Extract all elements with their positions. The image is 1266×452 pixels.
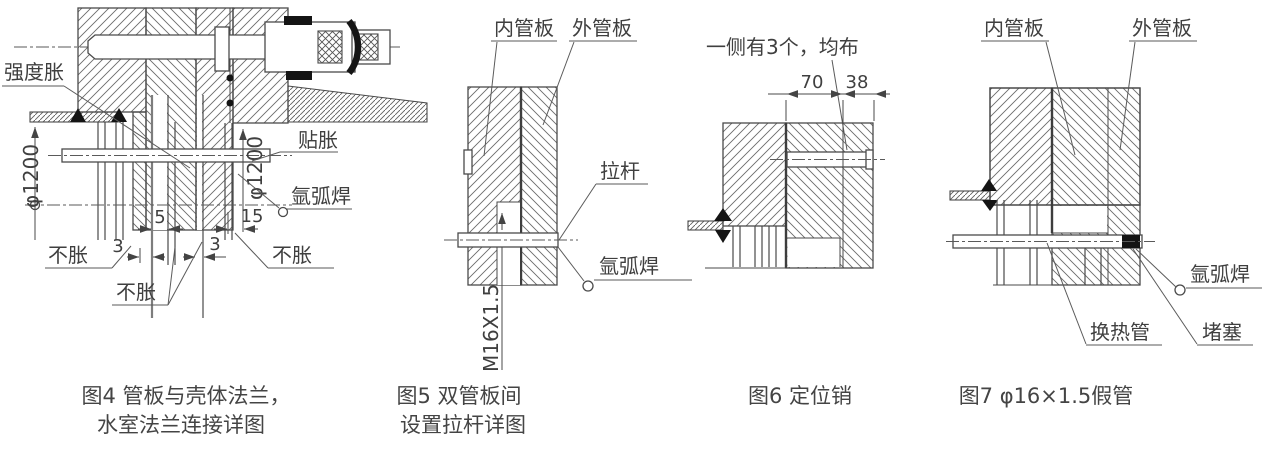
water-chamber-shell <box>287 85 428 123</box>
dim-3-left: 3 <box>112 236 123 257</box>
figure7-label-heat-exchange-tube: 换热管 <box>1046 242 1162 346</box>
dim-15: 15 <box>241 206 264 227</box>
figure4-label-no-expansion-right: 不胀 <box>234 232 334 269</box>
dim-3-right: 3 <box>209 234 220 255</box>
figure4-tubesheet-flange-detail: φ1200 φ1200 5 15 3 3 强度胀 <box>2 7 428 437</box>
outer-tubesheet-block <box>520 86 558 286</box>
svg-text:堵塞: 堵塞 <box>1202 320 1242 344</box>
figure5-label-tie-rod: 拉杆 <box>558 159 648 241</box>
shell-plate <box>949 190 991 201</box>
weld-balloon-icon <box>1174 284 1186 296</box>
outer-tubesheet-block <box>1051 87 1141 206</box>
figure6-caption: 图6 定位销 <box>748 384 852 408</box>
figure7-label-outer-tubesheet: 外管板 <box>1119 16 1197 151</box>
svg-text:拉杆: 拉杆 <box>600 159 640 183</box>
figure7-label-argon-arc-weld: 氩弧焊 <box>1135 248 1262 296</box>
figure5-label-inner-tubesheet: 内管板 <box>483 16 557 157</box>
figure6-dimensions: 70 38 <box>768 72 890 121</box>
figure6-locating-pin-detail: 一侧有3个，均布 70 38 <box>687 35 890 408</box>
weld-bead <box>70 108 86 122</box>
washer-plate <box>214 26 230 72</box>
figure4-stud-bolt-assembly <box>14 16 400 80</box>
svg-text:不胀: 不胀 <box>116 280 156 304</box>
inner-tubesheet-block <box>722 122 787 227</box>
figure4-dimension-3-right: 3 <box>183 234 226 261</box>
gasket <box>286 71 312 80</box>
inner-tubesheet-block <box>989 87 1053 206</box>
figure7-dummy-tube-detail: 内管板 外管板 换热管 堵塞 氩弧焊 图7 φ16×1.5假管 <box>946 16 1262 408</box>
nut-section <box>317 30 343 64</box>
svg-text:强度胀: 强度胀 <box>4 60 64 84</box>
figure4-dimension-3-left: 3 <box>112 236 165 263</box>
figure5-label-argon-arc-weld: 氩弧焊 <box>557 246 692 292</box>
thread-spec-label: M16X1.5 <box>479 284 503 372</box>
figure7-caption: 图7 φ16×1.5假管 <box>959 384 1134 408</box>
figure4-dimension-diameter-left: φ1200 <box>19 127 43 240</box>
weld-bead <box>982 200 998 211</box>
figure4-tubes <box>97 95 233 318</box>
edge-notch <box>463 149 473 175</box>
weld-balloon-icon <box>582 280 594 292</box>
weld-bead <box>981 179 997 191</box>
weld-bead <box>715 230 731 243</box>
svg-text:换热管: 换热管 <box>1090 320 1150 344</box>
svg-text:内管板: 内管板 <box>494 16 554 40</box>
figure7-label-inner-tubesheet: 内管板 <box>981 16 1076 156</box>
figure4-label-strength-expansion: 强度胀 <box>2 60 191 169</box>
spherical-washer <box>346 18 362 76</box>
figure6-note-label: 一侧有3个，均布 <box>706 35 859 59</box>
svg-text:氩弧焊: 氩弧焊 <box>1190 262 1250 286</box>
figure4-label-no-expansion-left: 不胀 <box>45 243 132 269</box>
diameter-label-left: φ1200 <box>19 144 43 208</box>
dim-38: 38 <box>846 72 869 93</box>
dim-70: 70 <box>801 72 824 93</box>
figure6-tubes <box>732 226 777 267</box>
dim-5: 5 <box>154 207 165 228</box>
dummy-tube <box>952 234 1143 249</box>
weld-dot <box>226 99 234 107</box>
figure4-label-contact-expansion: 贴胀 <box>251 128 338 162</box>
svg-text:内管板: 内管板 <box>984 16 1044 40</box>
figure5-tie-rod-detail: M16X1.5 内管板 外管板 拉杆 氩弧焊 图5 双管板间 设置拉杆详图 <box>396 16 692 437</box>
figure4-dimension-5: 5 <box>138 207 183 233</box>
weld-bead <box>111 108 127 122</box>
figure4-label-no-expansion-middle: 不胀 <box>112 241 203 306</box>
figure4-dimension-diameter-right: φ1200 <box>239 129 267 232</box>
figure5-caption-line1: 图5 双管板间 <box>396 384 521 408</box>
figure4-dimension-15: 15 <box>214 206 263 234</box>
weld-bead <box>714 208 732 221</box>
svg-text:外管板: 外管板 <box>1132 16 1192 40</box>
weld-dot <box>226 74 234 82</box>
svg-text:外管板: 外管板 <box>572 16 632 40</box>
figure5-label-outer-tubesheet: 外管板 <box>542 16 637 126</box>
svg-text:不胀: 不胀 <box>272 243 312 267</box>
svg-text:氩弧焊: 氩弧焊 <box>599 254 659 278</box>
svg-text:贴胀: 贴胀 <box>298 128 338 152</box>
svg-text:氩弧焊: 氩弧焊 <box>291 184 351 208</box>
figure4-caption-line1: 图4 管板与壳体法兰， <box>81 384 290 408</box>
figure7-label-plug: 堵塞 <box>1132 248 1253 346</box>
figure4-label-argon-arc-weld: 氩弧焊 <box>237 173 352 218</box>
gasket <box>284 16 312 25</box>
figure4-caption-line2: 水室法兰连接详图 <box>97 413 265 437</box>
svg-text:不胀: 不胀 <box>48 243 88 267</box>
figure5-caption-line2: 设置拉杆详图 <box>400 413 526 437</box>
diameter-label-right: φ1200 <box>243 136 267 200</box>
shell-plate <box>687 220 724 231</box>
weld-balloon-icon <box>277 206 289 218</box>
